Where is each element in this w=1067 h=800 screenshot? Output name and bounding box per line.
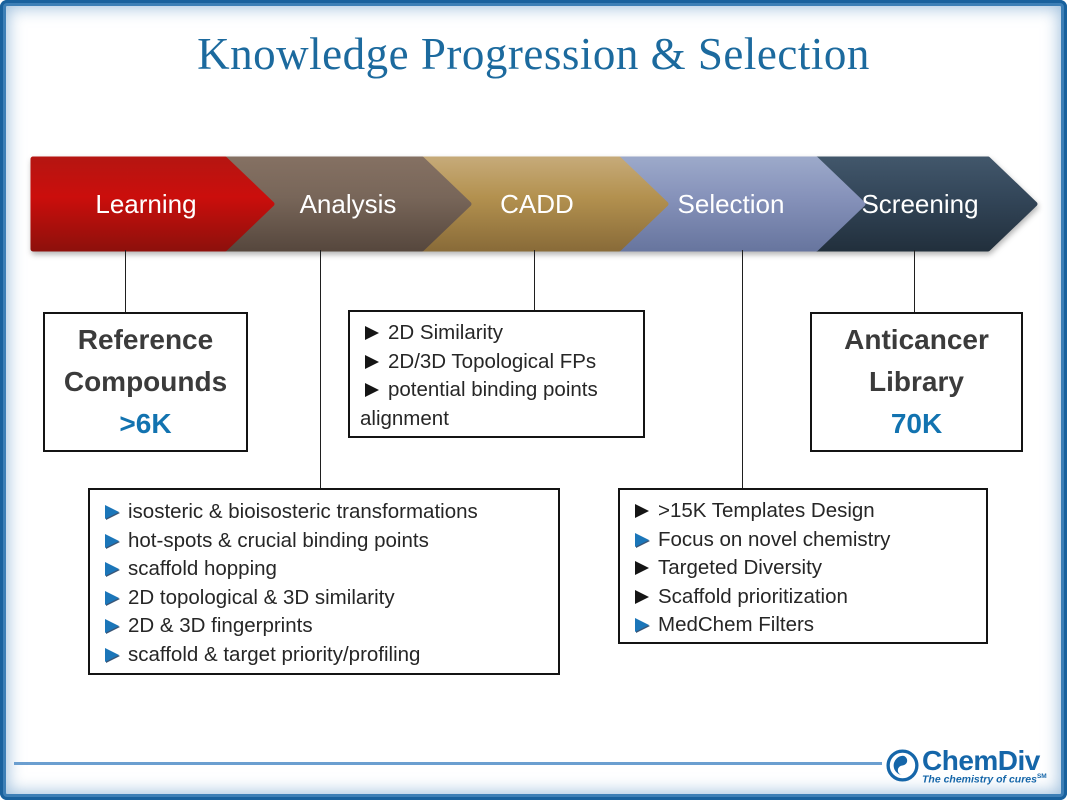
brand-tagline-mark: SM — [1036, 773, 1047, 780]
brand-tagline-text: The chemistry of cures — [922, 773, 1037, 786]
footer-rule — [14, 762, 882, 765]
bullet-item: Focus on novel chemistry — [630, 526, 976, 555]
connector-selection — [742, 250, 743, 488]
bullet-triangle-icon — [635, 504, 649, 518]
chemdiv-logo-icon — [886, 749, 919, 782]
bullet-triangle-icon — [105, 590, 119, 605]
chevron-label-learning: Learning — [95, 189, 196, 219]
brand-name: ChemDiv — [922, 745, 1040, 776]
anticancer-library-box: Anticancer Library 70K — [810, 312, 1023, 452]
bullet-item: potential binding points alignment — [360, 378, 598, 430]
bullet-triangle-icon — [365, 383, 379, 398]
bullet-triangle-icon — [635, 561, 649, 576]
chevron-label-selection: Selection — [678, 189, 785, 219]
brand-tagline: The chemistry of curesSM — [922, 773, 1047, 786]
bullet-item: Targeted Diversity — [630, 554, 976, 583]
bullet-triangle-icon — [105, 505, 119, 519]
connector-learning — [125, 250, 126, 312]
reference-box-value: >6K — [119, 408, 172, 439]
anticancer-box-line1: Anticancer — [844, 324, 989, 355]
bullet-triangle-icon — [105, 647, 119, 662]
bullet-triangle-icon — [365, 326, 379, 340]
reference-box-line2: Compounds — [63, 366, 228, 397]
bullet-triangle-icon — [105, 562, 119, 577]
connector-analysis — [320, 250, 321, 488]
connector-screening — [914, 250, 915, 312]
chevron-label-analysis: Analysis — [300, 189, 397, 219]
chevron-label-cadd: CADD — [500, 189, 574, 219]
analysis-details-box: isosteric & bioisosteric transformations… — [88, 488, 560, 675]
bullet-item: MedChem Filters — [630, 611, 976, 640]
chemdiv-logo: ChemDiv The chemistry of curesSM — [886, 746, 1047, 786]
page-title: Knowledge Progression & Selection — [197, 29, 870, 79]
bullet-item: 2D/3D Topological FPs — [360, 348, 633, 377]
bullet-triangle-icon — [365, 354, 379, 369]
connector-cadd — [534, 250, 535, 310]
anticancer-box-line2: Library — [869, 366, 964, 397]
bullet-triangle-icon — [635, 618, 649, 633]
anticancer-box-value: 70K — [890, 408, 943, 439]
bullet-triangle-icon — [105, 619, 119, 634]
bullet-item: scaffold & target priority/profiling — [100, 641, 548, 670]
chevron-learning — [30, 156, 275, 252]
bullet-item: 2D & 3D fingerprints — [100, 612, 548, 641]
process-chevron-band: Learning Analysis CADD Selection Screening — [0, 153, 1067, 253]
bullet-triangle-icon — [635, 532, 649, 547]
bullet-item: isosteric & bioisosteric transformations — [100, 498, 548, 527]
bullet-item: 2D Similarity — [360, 319, 633, 348]
bullet-item: hot-spots & crucial binding points — [100, 527, 548, 556]
bullet-item: Scaffold prioritization — [630, 583, 976, 612]
reference-compounds-box: Reference Compounds >6K — [43, 312, 248, 452]
bullet-triangle-icon — [635, 589, 649, 604]
chevron-label-screening: Screening — [861, 189, 978, 219]
bullet-item: 2D topological & 3D similarity — [100, 584, 548, 613]
bullet-item: >15K Templates Design — [630, 497, 976, 526]
chevron-band-svg: Learning Analysis CADD Selection Screening — [30, 156, 1038, 252]
bullet-item: scaffold hopping — [100, 555, 548, 584]
reference-box-line1: Reference — [77, 324, 214, 355]
bullet-triangle-icon — [105, 533, 119, 548]
